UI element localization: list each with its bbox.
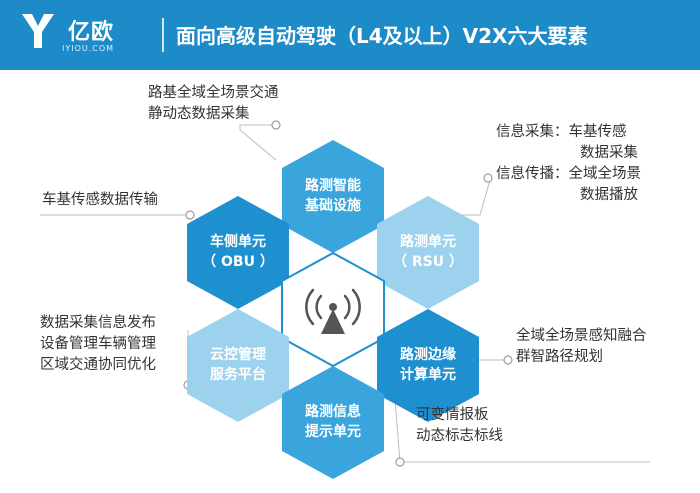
annotation-lower-right: 全域全场景感知融合 群智路径规划 [516, 328, 647, 365]
annotation-bottom: 可变情报板 动态标志标线 [416, 407, 503, 444]
dot-upper-right [483, 173, 493, 183]
hex-upper-left-label: 车侧单元 （ OBU ） [202, 234, 274, 270]
hex-upper-right [377, 196, 479, 309]
hex-upper-left [187, 196, 289, 309]
dot-top [271, 120, 281, 130]
dot-lower-right [503, 355, 513, 365]
hex-bottom [282, 366, 384, 479]
hex-lower-right-label: 路测边缘 计算单元 [400, 347, 456, 383]
dot-bottom [395, 457, 405, 467]
logo-subtext: IYIOU.COM [62, 44, 115, 53]
annotation-lower-left: 数据采集信息发布 设备管理车辆管理 区域交通协同优化 [40, 315, 156, 373]
hex-top-label: 路测智能 基础设施 [305, 178, 361, 214]
logo-text: 亿欧 [68, 20, 115, 45]
connector-top [239, 124, 277, 161]
hex-lower-left-label: 云控管理 服务平台 [210, 347, 266, 383]
header-divider [162, 18, 164, 52]
hex-lower-right [377, 309, 479, 422]
header-bar: 亿欧 IYIOU.COM 面向高级自动驾驶（L4及以上）V2X六大要素 [0, 0, 700, 70]
page-title: 面向高级自动驾驶（L4及以上）V2X六大要素 [176, 24, 588, 48]
antenna-signal-icon [305, 288, 361, 326]
dot-upper-left [185, 210, 195, 220]
hex-top [282, 140, 384, 253]
annotation-upper-left: 车基传感数据传输 [42, 192, 158, 208]
connector-upper-right [460, 179, 491, 216]
yiou-logo-icon [22, 14, 54, 48]
hex-bottom-label: 路测信息 提示单元 [305, 404, 361, 440]
annotation-upper-right: 信息采集：车基传感 数据采集 信息传播：全域全场景 数据播放 [496, 124, 641, 203]
hex-upper-right-label: 路测单元 （ RSU ） [393, 234, 463, 270]
annotation-top: 路基全域全场景交通 静动态数据采集 [148, 85, 279, 122]
connector-dots [183, 120, 513, 467]
hex-lower-left [187, 309, 289, 422]
